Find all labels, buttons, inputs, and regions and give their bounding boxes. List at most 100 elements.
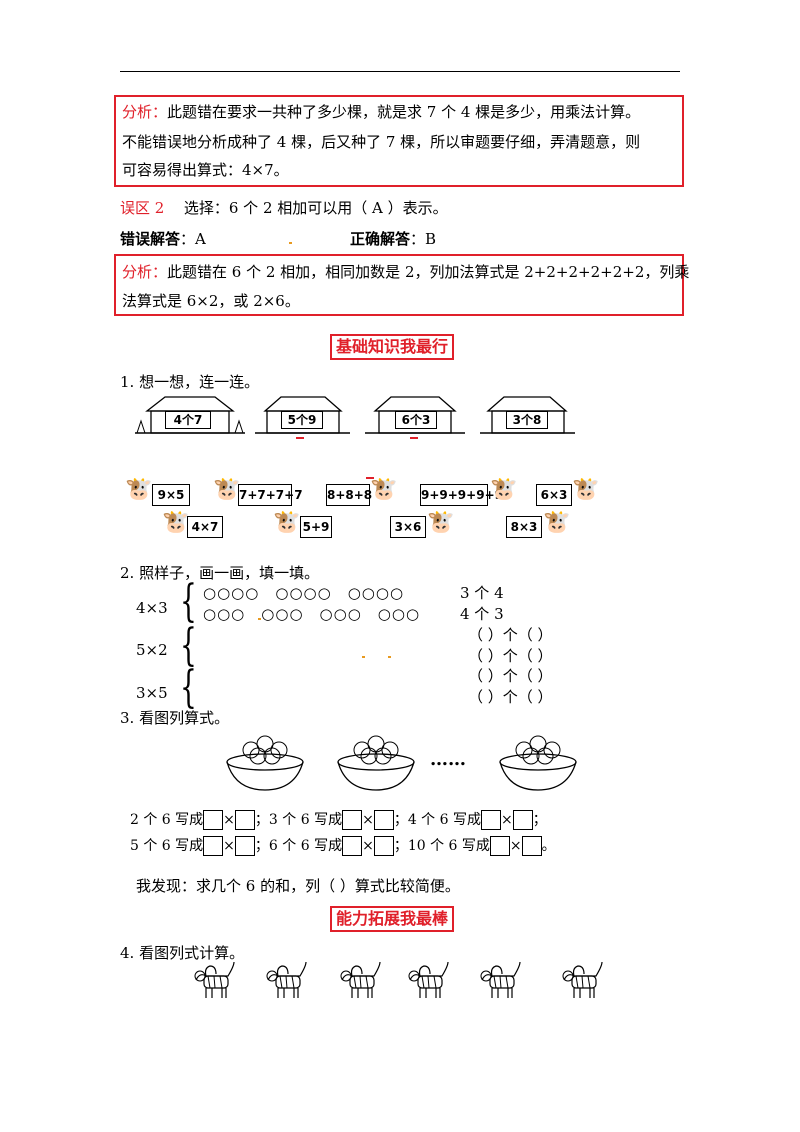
blank-label: （ ）个（ ） xyxy=(468,626,553,644)
cow-icon: 🐮 xyxy=(125,477,153,502)
apple-basket-icon xyxy=(499,735,577,791)
times-sign: × xyxy=(223,838,235,854)
tiger-icon xyxy=(478,961,522,1004)
house: 4个7 xyxy=(135,393,245,439)
write-as-label: 5 个 6 写成 xyxy=(130,838,204,854)
times-sign: × xyxy=(500,812,513,828)
blank-label: （ ）个（ ） xyxy=(468,647,553,665)
stray-mark xyxy=(296,437,304,439)
cow-icon: 🐮 xyxy=(490,477,518,502)
tiger-icon xyxy=(406,961,450,1004)
exercise-expression: 5×2 xyxy=(136,641,168,659)
stray-mark xyxy=(362,656,365,658)
blank-box[interactable] xyxy=(489,836,510,856)
expression-card: 9+9+9+9+9 xyxy=(420,484,503,506)
write-as-label: 4 个 6 写成 xyxy=(407,812,481,828)
blank-box[interactable] xyxy=(203,836,224,856)
write-as-row: 5 个 6 写成×；6 个 6 写成×；10 个 6 写成×。 xyxy=(130,836,556,856)
correct-answer-label: 正确解答 xyxy=(350,230,411,248)
cow-icon: 🐮 xyxy=(427,510,455,535)
analysis-text: 可容易得出算式：4×7。 xyxy=(122,161,289,179)
blank-box[interactable] xyxy=(342,810,363,830)
correct-answer: 正确解答：B xyxy=(350,229,436,249)
wrong-answer: 错误解答：A xyxy=(120,229,206,249)
brace-icon: { xyxy=(180,576,197,627)
analysis-text: 法算式是 6×2，或 2×6。 xyxy=(122,292,300,310)
exercise-expression: 3×5 xyxy=(136,684,168,702)
write-as-row: 2 个 6 写成×；3 个 6 写成×；4 个 6 写成×； xyxy=(130,810,547,830)
wrong-answer-value: ：A xyxy=(180,230,206,248)
times-sign: × xyxy=(362,812,374,828)
stray-mark xyxy=(258,618,261,620)
analysis-box-1: 分析：此题错在要求一共种了多少棵，就是求 7 个 4 棵是多少，用乘法计算。 不… xyxy=(114,95,684,187)
section-heading: 基础知识我最行 xyxy=(330,334,455,360)
times-sign: × xyxy=(223,812,235,828)
analysis-label: 分析： xyxy=(122,103,168,121)
blank-box[interactable] xyxy=(234,810,255,830)
blank-box[interactable] xyxy=(521,836,542,856)
blank-box[interactable] xyxy=(342,836,363,856)
question-text: 选择：6 个 2 相加可以用（ A ）表示。 xyxy=(183,199,448,217)
blank-box[interactable] xyxy=(480,810,501,830)
blank-box[interactable] xyxy=(234,836,255,856)
expression-card: 3×6 xyxy=(390,516,426,538)
error-zone-2-question: 误区 2 选择：6 个 2 相加可以用（ A ）表示。 xyxy=(120,198,448,218)
stray-mark xyxy=(289,242,292,244)
tiger-icon xyxy=(264,961,308,1004)
cow-icon: 🐮 xyxy=(162,510,190,535)
house-label: 4个7 xyxy=(165,411,211,429)
example-expression: 4×3 xyxy=(136,599,168,617)
house: 5个9 xyxy=(255,393,350,439)
write-as-label: 2 个 6 写成 xyxy=(130,812,204,828)
tiger-icon xyxy=(560,961,604,1004)
write-as-label: 10 个 6 写成 xyxy=(407,838,490,854)
question-3-prompt: 3. 看图列算式。 xyxy=(120,709,230,727)
brace-icon: { xyxy=(180,620,197,671)
cow-icon: 🐮 xyxy=(273,510,301,535)
expression-card: 7+7+7+7 xyxy=(238,484,303,506)
count-label: 3 个 4 xyxy=(460,584,504,602)
write-as-label: 6 个 6 写成 xyxy=(268,838,343,854)
expression-card: 5+9 xyxy=(300,516,332,538)
section-heading: 能力拓展我最棒 xyxy=(330,906,455,932)
circles-row: ○○○○ ○○○○ ○○○○ xyxy=(203,584,405,602)
wrong-answer-label: 错误解答 xyxy=(120,230,181,248)
blank-box[interactable] xyxy=(373,810,394,830)
house: 6个3 xyxy=(365,393,465,439)
correct-answer-value: ：B xyxy=(410,230,437,248)
blank-label: （ ）个（ ） xyxy=(468,688,553,706)
cow-icon: 🐮 xyxy=(213,477,241,502)
expression-card: 8×3 xyxy=(506,516,542,538)
analysis-text: 此题错在 6 个 2 相加，相同加数是 2，列加法算式是 2+2+2+2+2+2… xyxy=(167,263,690,281)
cow-icon: 🐮 xyxy=(543,510,571,535)
times-sign: × xyxy=(509,838,522,854)
house-label: 5个9 xyxy=(281,411,323,429)
question-2-prompt: 2. 照样子，画一画，填一填。 xyxy=(120,564,320,582)
expression-card: 8+8+8 xyxy=(326,484,372,506)
blank-box[interactable] xyxy=(203,810,224,830)
blank-box[interactable] xyxy=(373,836,394,856)
error-zone-title: 误区 2 xyxy=(120,199,165,217)
tiger-icon xyxy=(338,961,382,1004)
analysis-text: 不能错误地分析成种了 4 棵，后又种了 7 棵，所以审题要仔细，弄清题意，则 xyxy=(122,133,641,151)
blank-box[interactable] xyxy=(512,810,533,830)
blank-label: （ ）个（ ） xyxy=(468,667,553,685)
brace-icon: { xyxy=(180,662,197,713)
write-as-label: 3 个 6 写成 xyxy=(268,812,343,828)
expression-card: 9×5 xyxy=(152,484,190,506)
apple-basket-icon xyxy=(337,735,415,791)
apple-basket-icon xyxy=(226,735,304,791)
finding-text: 我发现：求几个 6 的和，列（ ）算式比较简便。 xyxy=(136,877,460,895)
header-rule xyxy=(120,71,680,72)
times-sign: × xyxy=(362,838,374,854)
house-label: 3个8 xyxy=(506,411,548,429)
count-label: 4 个 3 xyxy=(460,605,504,623)
house: 3个8 xyxy=(480,393,575,439)
tiger-icon xyxy=(192,961,236,1004)
analysis-text: 此题错在要求一共种了多少棵，就是求 7 个 4 棵是多少，用乘法计算。 xyxy=(167,103,641,121)
question-1-prompt: 1. 想一想，连一连。 xyxy=(120,373,260,391)
analysis-box-2: 分析：此题错在 6 个 2 相加，相同加数是 2，列加法算式是 2+2+2+2+… xyxy=(114,254,689,316)
stray-mark xyxy=(410,437,418,439)
analysis-label: 分析： xyxy=(122,263,168,281)
stray-mark xyxy=(366,477,374,479)
